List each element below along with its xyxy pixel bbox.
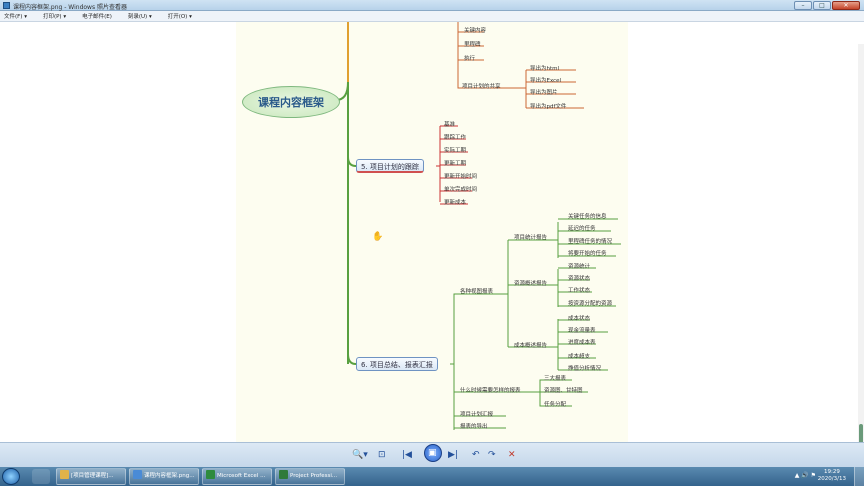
pinned-app-icon[interactable] xyxy=(32,469,50,484)
taskbar-item-project[interactable]: Project Professi... xyxy=(275,468,345,485)
clock-time: 19:29 xyxy=(823,469,840,475)
window-title: 课程内容框架.png - Windows 照片查看器 xyxy=(13,4,127,11)
node-schedule-cost: 进度成本表 xyxy=(568,340,596,346)
node-track-work: 跟踪工作 xyxy=(444,135,467,141)
menu-open[interactable]: 打开(O) ▾ xyxy=(167,14,192,20)
zoom-icon[interactable]: 🔍▾ xyxy=(352,450,368,460)
scroll-thumb[interactable] xyxy=(859,424,863,444)
node-baseline: 基准 xyxy=(444,122,456,128)
next-icon[interactable]: ▶| xyxy=(448,450,458,460)
node-export-excel: 导出为Excel xyxy=(530,78,562,84)
node-update-start: 更新开始时间 xyxy=(444,174,478,180)
node-milestone-status: 里程碑任务的情况 xyxy=(568,239,613,245)
branch-summary-reports: 6. 项目总结、报表汇报 xyxy=(356,357,438,371)
node-execute: 执行 xyxy=(464,56,476,62)
node-cost-overview: 成本概述报告 xyxy=(514,343,548,349)
start-button[interactable] xyxy=(2,468,20,485)
node-task-assignment: 任务分配 xyxy=(544,402,567,408)
project-icon xyxy=(279,470,288,479)
node-resource-overview: 资源概述报告 xyxy=(514,281,548,287)
node-cash-flow: 现金流量表 xyxy=(568,328,596,334)
clock-date: 2020/3/13 xyxy=(817,476,846,482)
menubar: 文件(F) ▾ 打印(P) ▾ 电子邮件(E) 刻录(U) ▾ 打开(O) ▾ xyxy=(0,11,864,22)
menu-file[interactable]: 文件(F) ▾ xyxy=(4,14,27,20)
taskbar: [项目管理课程]... 课程内容框架.png... Microsoft Exce… xyxy=(0,467,864,486)
viewer-toolbar: 🔍▾ ⊡ |◀ ▣ ▶| ↶ ↷ ✕ xyxy=(0,442,864,467)
node-export-image: 导出为图片 xyxy=(530,90,558,96)
window-titlebar: 课程内容框架.png - Windows 照片查看器 – □ ✕ xyxy=(0,0,864,11)
mindmap-image: 课程内容框架 关键内容 里程碑 执行 项目计划的共享 导出为html 导出为Ex… xyxy=(236,22,628,442)
taskbar-item-folder[interactable]: [项目管理课程]... xyxy=(56,468,126,485)
folder-icon xyxy=(60,470,69,479)
minimize-button[interactable]: – xyxy=(794,1,812,10)
node-resource-gantt: 资源图、甘特图 xyxy=(544,388,583,394)
node-update-cost: 更新成本 xyxy=(444,200,467,206)
node-resource-status: 资源状态 xyxy=(568,276,591,282)
photo-viewer-icon xyxy=(3,2,10,9)
rotate-left-icon[interactable]: ↶ xyxy=(472,450,480,460)
node-upcoming-tasks: 将要开始的任务 xyxy=(568,251,607,257)
delete-icon[interactable]: ✕ xyxy=(508,450,516,460)
node-update-duration: 更新工期 xyxy=(444,161,467,167)
node-report-export: 报表的导出 xyxy=(460,424,488,430)
node-view-reports: 各种视图报表 xyxy=(460,289,494,295)
taskbar-item-excel[interactable]: Microsoft Excel ... xyxy=(202,468,272,485)
node-resource-allocation: 按资源分配的资源 xyxy=(568,301,613,307)
menu-burn[interactable]: 刻录(U) ▾ xyxy=(127,14,152,20)
node-plan-report: 项目计划汇报 xyxy=(460,412,494,418)
node-resource-stats: 资源统计 xyxy=(568,264,591,270)
node-finish-time: 单次完成时间 xyxy=(444,187,478,193)
node-critical-tasks: 关键任务的信息 xyxy=(568,214,607,220)
node-milestone: 里程碑 xyxy=(464,42,481,48)
node-cost-status: 成本状态 xyxy=(568,316,591,322)
node-export-pdf: 导出为pdf文件 xyxy=(530,104,567,110)
menu-email[interactable]: 电子邮件(E) xyxy=(82,14,112,20)
clock[interactable]: 19:29 2020/3/13 xyxy=(818,469,846,483)
node-key-content: 关键内容 xyxy=(464,28,487,34)
taskbar-item-photo-viewer[interactable]: 课程内容框架.png... xyxy=(129,468,199,485)
vertical-scrollbar[interactable] xyxy=(858,44,864,464)
node-work-status: 工作状态 xyxy=(568,288,591,294)
actual-size-icon[interactable]: ⊡ xyxy=(378,450,386,460)
menu-print[interactable]: 打印(P) ▾ xyxy=(42,14,67,20)
photo-icon xyxy=(133,470,142,479)
slideshow-button[interactable] xyxy=(424,444,442,462)
node-actual-duration: 实际工期 xyxy=(444,148,467,154)
maximize-button[interactable]: □ xyxy=(813,1,831,10)
close-button[interactable]: ✕ xyxy=(832,1,860,10)
previous-icon[interactable]: |◀ xyxy=(402,450,412,460)
node-late-tasks: 延迟的任务 xyxy=(568,226,596,232)
node-three-reports: 三大报表 xyxy=(544,376,567,382)
excel-icon xyxy=(206,470,215,479)
slideshow-icon[interactable]: ▣ xyxy=(428,448,437,458)
branch-plan-tracking: 5. 项目计划的跟踪 xyxy=(356,159,424,173)
system-tray[interactable]: ▲ 🔊 ⚑ xyxy=(794,472,816,479)
image-viewer[interactable]: 课程内容框架 关键内容 里程碑 执行 项目计划的共享 导出为html 导出为Ex… xyxy=(0,22,864,464)
mindmap-root: 课程内容框架 xyxy=(242,86,340,118)
node-export-html: 导出为html xyxy=(530,66,560,72)
show-desktop-button[interactable] xyxy=(854,467,864,486)
node-cost-overrun: 成本超支 xyxy=(568,354,591,360)
node-when-reports: 什么时候需要怎样的报表 xyxy=(460,388,521,394)
node-project-stats: 项目统计报告 xyxy=(514,235,548,241)
node-plan-sharing: 项目计划的共享 xyxy=(462,84,501,90)
node-earned-value: 挣值分析情况 xyxy=(568,366,602,372)
mindmap-connectors xyxy=(335,22,621,430)
hand-cursor-icon: ✋ xyxy=(372,232,384,242)
rotate-right-icon[interactable]: ↷ xyxy=(488,450,496,460)
window-controls: – □ ✕ xyxy=(794,1,860,10)
